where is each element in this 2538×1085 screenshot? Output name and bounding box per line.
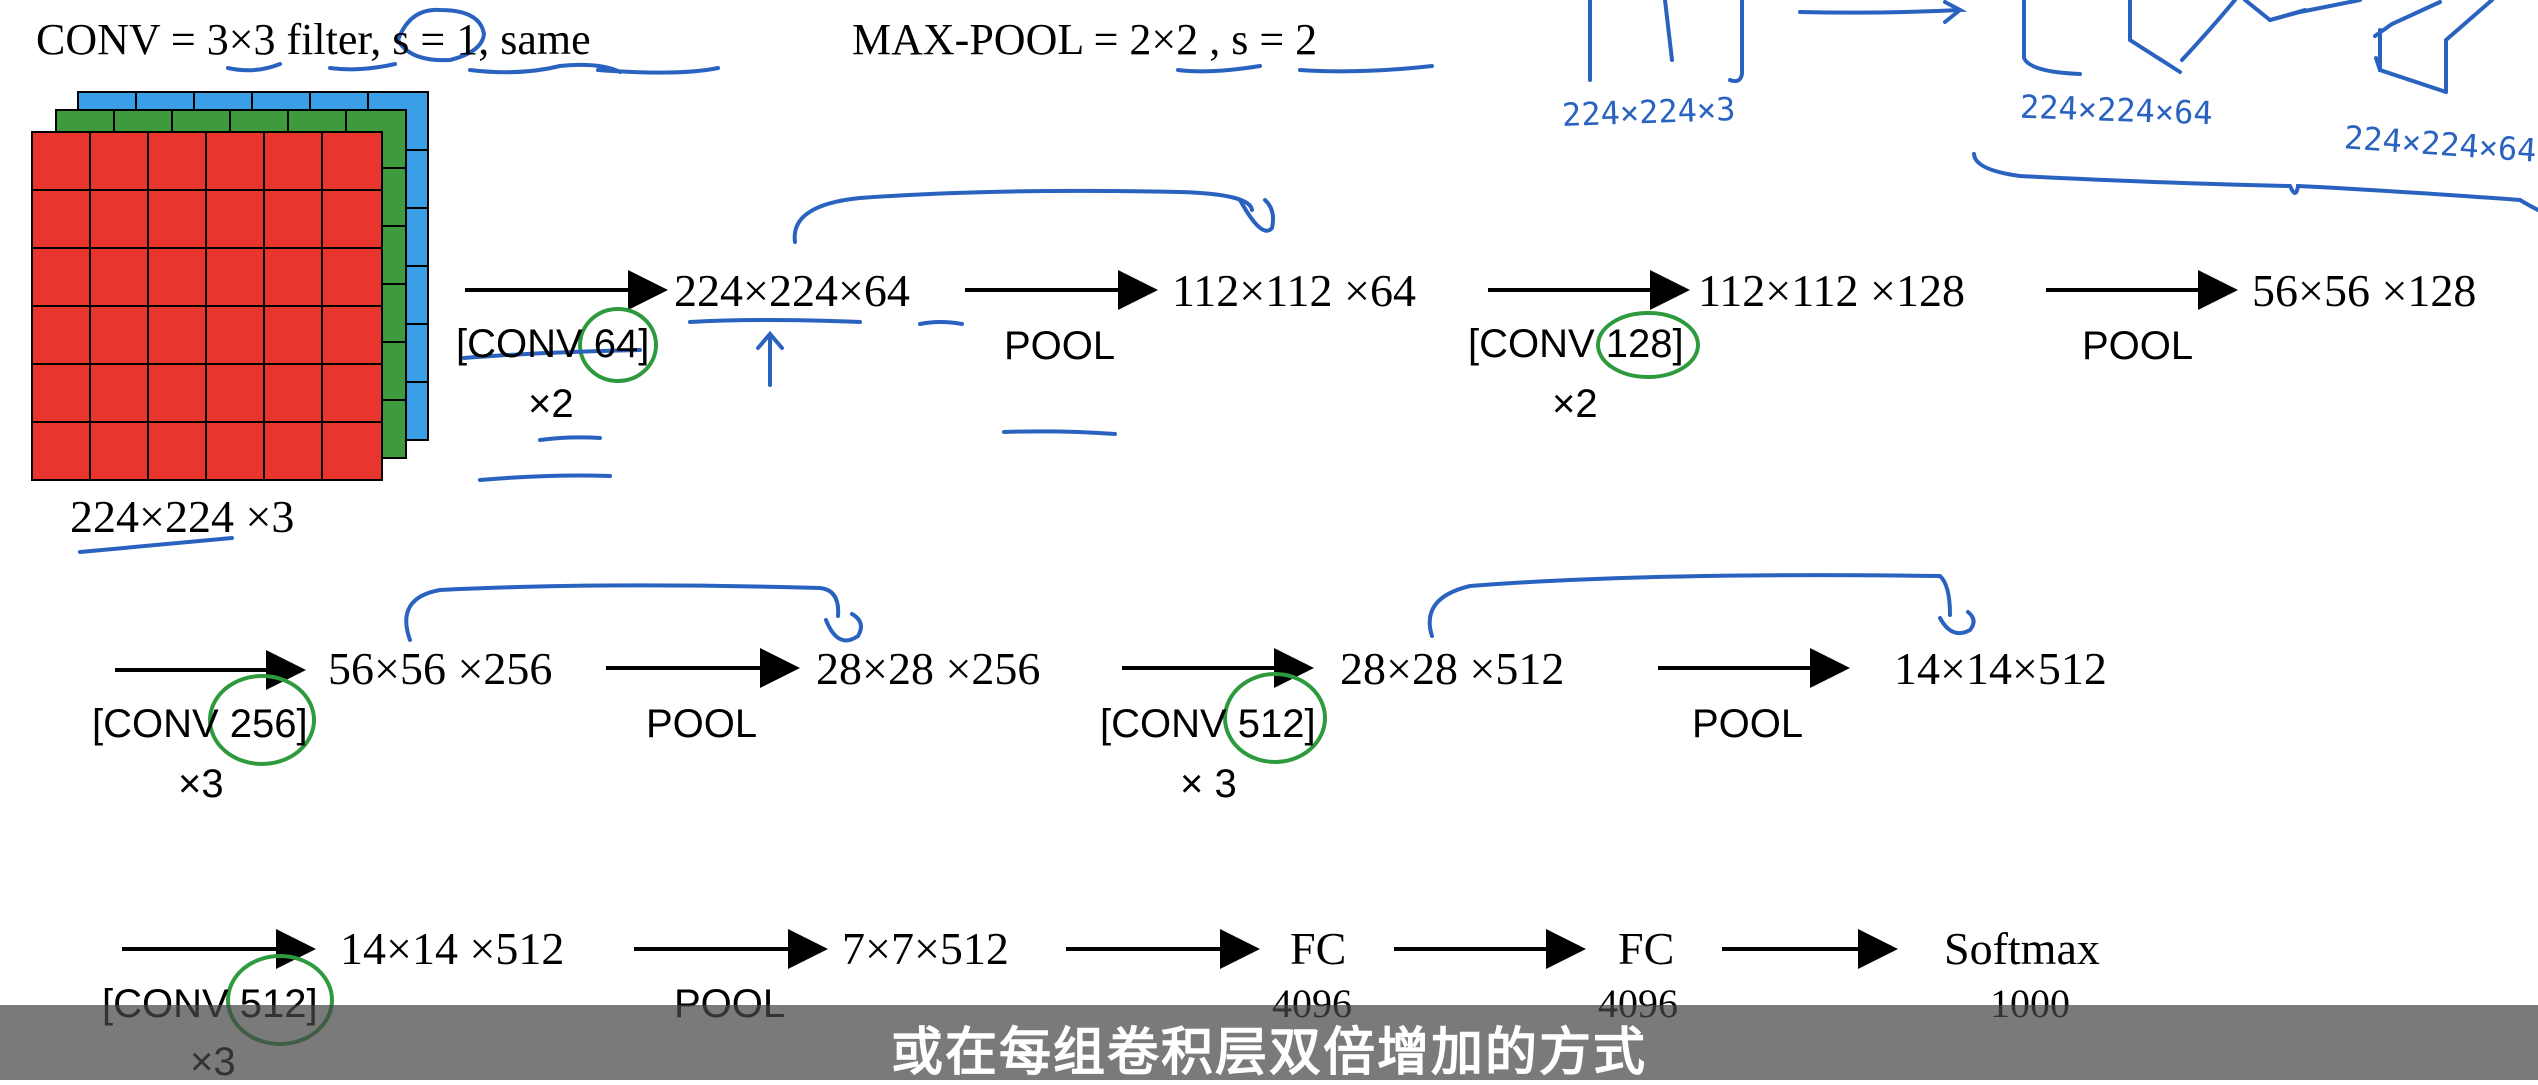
row2-pool-1: POOL <box>646 702 758 746</box>
fc2-label: FC <box>1618 923 1675 974</box>
row1-dim-4: 56×56 ×128 <box>2252 265 2477 316</box>
row3-dim-2: 7×7×512 <box>842 923 1009 974</box>
row2-dim-4: 14×14×512 <box>1894 643 2107 694</box>
handwritten-note-2: 224×224×64 <box>2019 87 2214 133</box>
input-image-volume <box>31 91 429 481</box>
row1-conv128-repeat: ×2 <box>1552 382 1598 426</box>
blue-handwriting <box>78 0 2538 643</box>
row1-conv128-label: [CONV 128] <box>1468 322 1684 366</box>
row2-conv256-repeat: ×3 <box>178 762 224 806</box>
row2-dim-3: 28×28 ×512 <box>1340 643 1565 694</box>
pool-definition: MAX-POOL = 2×2 , s = 2 <box>852 15 1318 64</box>
fc1-label: FC <box>1290 923 1347 974</box>
flow-arrows <box>115 270 2238 969</box>
row1-pool-2: POOL <box>2082 324 2194 368</box>
row1-conv64-repeat: ×2 <box>528 382 574 426</box>
input-size-label: 224×224 ×3 <box>70 491 295 542</box>
row2-pool-2: POOL <box>1692 702 1804 746</box>
subtitle-bar <box>0 1005 2538 1080</box>
row2-conv256-label: [CONV 256] <box>92 702 308 746</box>
row3-dim-1: 14×14 ×512 <box>340 923 565 974</box>
softmax-label: Softmax <box>1944 923 2100 974</box>
row1-pool-1: POOL <box>1004 324 1116 368</box>
row1-dim-3: 112×112 ×128 <box>1698 265 1965 316</box>
green-circle-marks <box>208 307 1700 1046</box>
handwritten-note-1: 224×224×3 <box>1561 89 1737 135</box>
row2-dim-1: 56×56 ×256 <box>328 643 553 694</box>
row1-dim-1: 224×224×64 <box>674 265 910 316</box>
row2-dim-2: 28×28 ×256 <box>816 643 1041 694</box>
row2-conv512-repeat: × 3 <box>1180 762 1237 806</box>
row1-conv64-label: [CONV 64] <box>456 322 650 366</box>
subtitle-text: 或在每组卷积层双倍增加的方式 <box>890 1023 1647 1083</box>
conv-definition: CONV = 3×3 filter, s = 1, same <box>36 15 591 64</box>
row1-dim-2: 112×112 ×64 <box>1172 265 1416 316</box>
row2-conv512-label: [CONV 512] <box>1100 702 1316 746</box>
